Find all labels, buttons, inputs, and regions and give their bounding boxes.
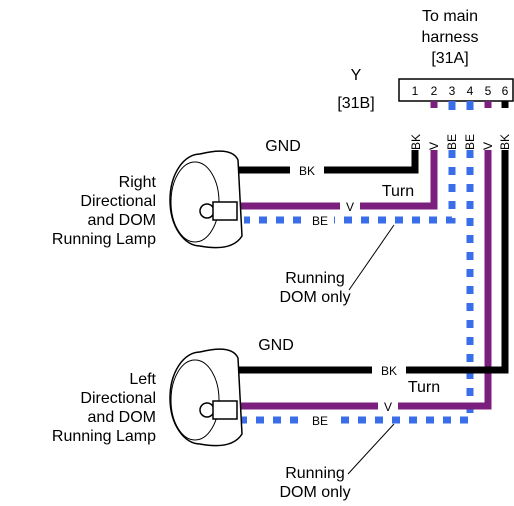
left-lamp-label-line1: Left xyxy=(129,371,156,388)
left-lamp-socket xyxy=(212,400,238,420)
left-running-line1: Running xyxy=(285,465,345,482)
right-lamp-label-line1: Right xyxy=(119,174,157,191)
wire-code-pin1: BK xyxy=(409,134,423,150)
left-v-tag-bg xyxy=(378,398,398,414)
left-lamp-label-line2: Directional xyxy=(80,390,156,407)
wire-code-pin4: BE xyxy=(463,134,477,150)
connector-ref-label: [31B] xyxy=(337,95,374,112)
right-lamp-label-line3: and DOM xyxy=(88,212,156,229)
left-lamp xyxy=(169,348,243,447)
left-lamp-bulb xyxy=(199,402,215,418)
right-lamp-socket xyxy=(212,201,238,221)
left-lamp-label-line4: Running Lamp xyxy=(52,428,156,445)
left-be-tag-bg xyxy=(306,412,334,428)
left-lamp-housing xyxy=(199,348,243,447)
connector-body xyxy=(398,78,514,102)
right-v-tag-bg xyxy=(340,198,360,214)
right-be-tag-bg xyxy=(306,212,334,228)
right-running-leader xyxy=(348,224,395,291)
wire-code-pin5: V xyxy=(481,142,495,150)
connector-31a: To main harness [31A] 1 2 3 4 5 6 xyxy=(398,8,514,102)
connector-title-line2: harness xyxy=(422,29,479,46)
right-turn-label: Turn xyxy=(382,183,414,200)
right-running-line2: DOM only xyxy=(279,289,350,306)
pin-3-label: 3 xyxy=(449,84,456,98)
left-gnd-label: GND xyxy=(258,337,294,354)
right-lamp-housing xyxy=(199,150,243,249)
wire-left-running-be xyxy=(242,150,474,424)
connector-title-line1: To main xyxy=(422,8,478,25)
pin-4-label: 4 xyxy=(467,84,474,98)
right-be-tag: BE xyxy=(312,214,328,228)
connector-ref-symbol: Y xyxy=(351,67,362,84)
left-v-tag: V xyxy=(384,400,392,414)
left-turn-label: Turn xyxy=(408,379,440,396)
right-lamp xyxy=(169,150,243,249)
pin-6-label: 6 xyxy=(502,84,509,98)
right-running-line1: Running xyxy=(285,270,345,287)
wire-code-pin6: BK xyxy=(498,134,512,150)
left-bk-tag: BK xyxy=(381,364,397,378)
wire-left-ground-bk xyxy=(213,150,509,403)
wire-stubs xyxy=(430,101,509,110)
right-lamp-label-line2: Directional xyxy=(80,193,156,210)
wire-left-turn-v xyxy=(238,150,492,410)
left-running-leader xyxy=(347,423,395,475)
connector-title-line3: [31A] xyxy=(431,50,468,67)
wire-code-pin2: V xyxy=(427,142,441,150)
connector-31b: Y [31B] xyxy=(337,67,374,112)
right-lamp-label-line4: Running Lamp xyxy=(52,231,156,248)
right-bk-tag-bg xyxy=(290,162,324,178)
pin-1-label: 1 xyxy=(412,84,419,98)
wire-code-pin3: BE xyxy=(445,134,459,150)
right-lamp-bulb xyxy=(199,203,215,219)
left-be-tag: BE xyxy=(312,414,328,428)
left-lamp-label-line3: and DOM xyxy=(88,409,156,426)
pin-5-label: 5 xyxy=(485,84,492,98)
pin-2-label: 2 xyxy=(431,84,438,98)
right-v-tag: V xyxy=(346,200,354,214)
right-bk-tag: BK xyxy=(299,164,315,178)
left-lamp-lens xyxy=(170,359,220,441)
left-bk-tag-bg xyxy=(372,362,406,378)
left-running-line2: DOM only xyxy=(279,484,350,501)
wire-right-turn-v xyxy=(238,150,438,210)
right-gnd-label: GND xyxy=(265,138,301,155)
